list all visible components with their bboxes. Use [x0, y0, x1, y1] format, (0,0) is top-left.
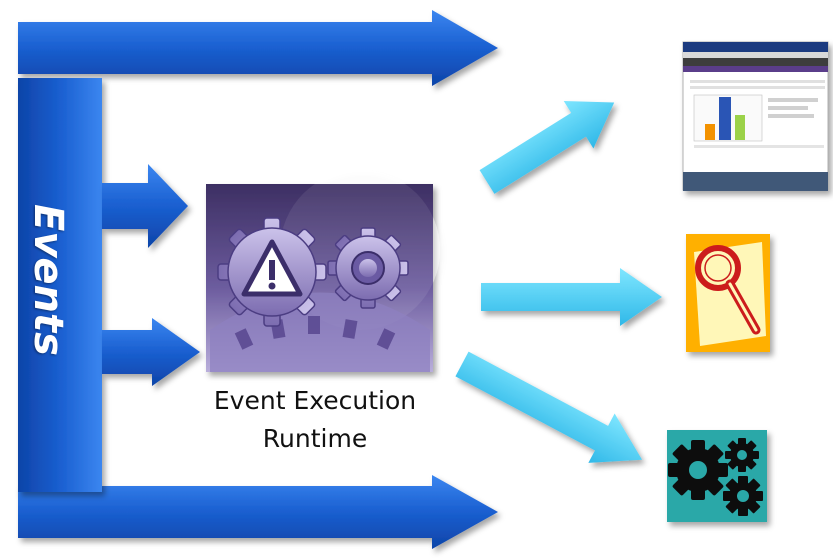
- top-output-arrow: [18, 10, 498, 86]
- engine-caption-line1: Event Execution: [213, 386, 417, 415]
- engine-caption: Event Execution Runtime: [180, 382, 450, 458]
- events-label-text: Events: [25, 204, 71, 356]
- events-bus-label: Events: [8, 170, 88, 390]
- gears-warning-icon: [206, 170, 440, 372]
- engine-caption-line2: Runtime: [262, 424, 368, 453]
- output-arrow-dashboard: [479, 101, 615, 194]
- input-arrow-lower: [102, 318, 200, 386]
- input-arrow-upper: [102, 164, 188, 248]
- magnifying-glass-icon: [686, 234, 770, 352]
- output-arrow-search: [481, 268, 662, 326]
- gears-icon: [667, 430, 767, 522]
- dashboard-screenshot-icon: [682, 41, 829, 191]
- bottom-output-arrow: [18, 475, 498, 549]
- output-arrow-automation: [455, 351, 643, 463]
- events-bus-bar: [18, 78, 102, 492]
